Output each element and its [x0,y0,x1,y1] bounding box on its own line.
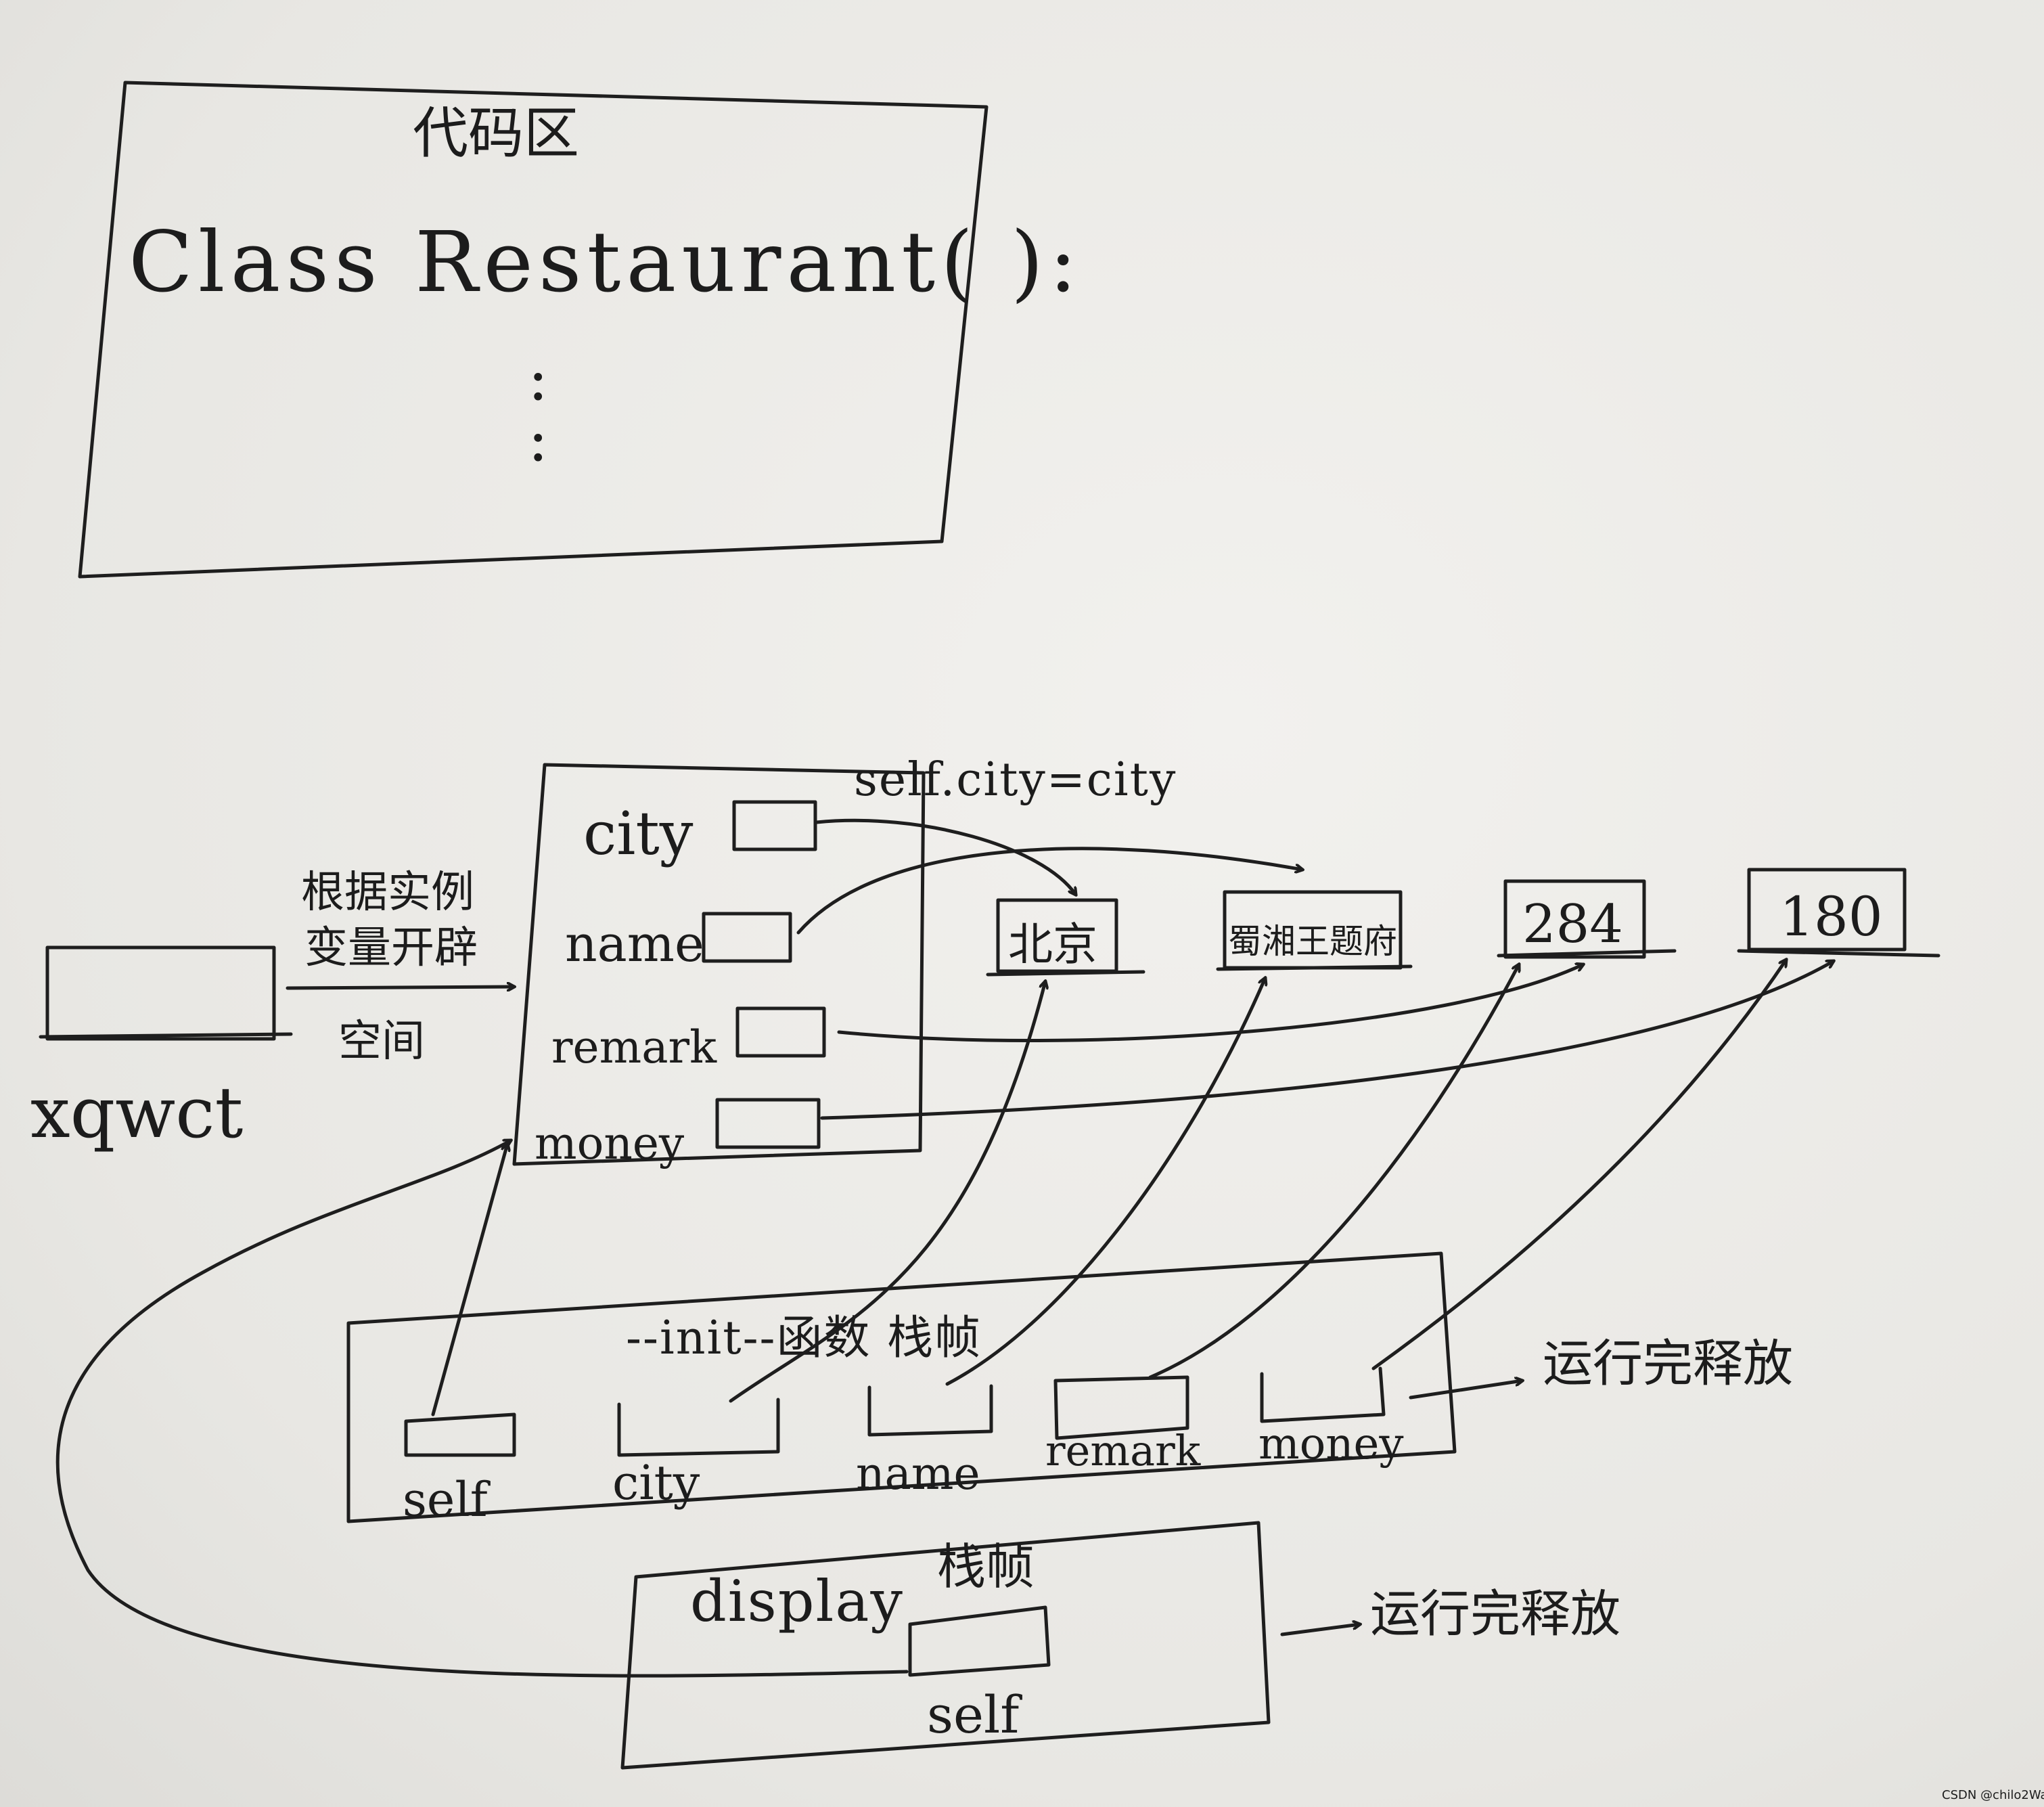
value-284: 284 [1497,879,1677,959]
display-frame-title: display [690,1568,904,1634]
init-pointers [431,960,1786,1416]
field-label-remark: remark [551,1021,717,1073]
value-restaurant-name: 蜀湘王题府 [1216,890,1413,971]
class-definition: Class Restaurant( ): [129,214,1083,311]
instance-pointers [796,818,1834,1120]
allocation-line-3: 空间 [338,1017,425,1067]
display-stack-frame: display 栈帧 self 运行完释放 [55,1138,1620,1770]
allocation-note: 根据实例 变量开辟 空间 [286,868,514,1067]
svg-text:北京: 北京 [1008,918,1097,971]
field-slot-name [702,912,792,963]
field-label-city: city [583,799,694,868]
pointer-city-to-beijing [815,818,1076,895]
pointer-city-param-to-beijing [729,981,1045,1403]
init-stack-frame: --init--函数 栈帧 self city name remark mone… [346,1251,1793,1527]
code-area: 代码区 Class Restaurant( ): : : [78,81,1083,579]
display-frame-box [620,1521,1271,1770]
display-frame-subtitle: 栈帧 [937,1538,1035,1595]
field-label-name: name [565,915,704,973]
code-area-title: 代码区 [413,102,579,166]
pointer-self-to-instance [431,1144,507,1416]
init-slot-remark-label: remark [1045,1426,1201,1475]
pointer-remark-to-284 [837,964,1583,1043]
init-slot-remark [1053,1375,1189,1440]
svg-text:蜀湘王题府: 蜀湘王题府 [1228,922,1397,961]
pointer-money-param-to-180 [1371,960,1786,1370]
pointer-name-param-to-restaurant [945,978,1265,1386]
allocation-line-2: 变量开辟 [304,923,478,973]
init-slot-money [1260,1366,1386,1423]
code-ellipsis-1: : [528,343,548,414]
code-ellipsis-2: : [528,404,548,475]
value-beijing: 北京 [986,898,1145,977]
init-frame-title: --init--函数 栈帧 [626,1312,982,1365]
init-slot-name [867,1384,993,1437]
allocation-line-1: 根据实例 [301,868,474,918]
field-slot-remark [735,1006,826,1058]
svg-text:284: 284 [1522,894,1623,955]
init-release-arrow [1409,1381,1522,1400]
instance-box [512,763,926,1166]
init-slot-money-label: money [1258,1419,1403,1469]
svg-text:180: 180 [1779,885,1883,948]
variable-xqwct: xqwct [30,945,293,1154]
display-release-arrow [1280,1624,1360,1636]
init-slot-name-label: name [856,1448,980,1500]
pointer-remark-param-to-284 [1148,964,1519,1379]
init-release-note: 运行完释放 [1543,1335,1793,1393]
init-slot-self-label: self [403,1472,491,1527]
watermark: CSDN @chilo2Wang [1942,1788,2044,1802]
assign-note: self.city=city [854,753,1177,807]
field-label-money: money [535,1117,685,1169]
init-slot-self [404,1412,516,1457]
value-objects: 北京 蜀湘王题府 284 180 [986,868,1940,977]
field-slot-city [732,800,817,851]
pointer-money-to-180 [820,961,1834,1120]
pointer-name-to-restaurant [796,847,1302,935]
pointer-display-self-to-instance [55,1138,909,1678]
variable-box [45,945,276,1041]
display-slot-self-label: self [927,1685,1022,1745]
code-area-box [78,81,989,579]
value-180: 180 [1737,868,1940,958]
field-slot-money [715,1098,821,1149]
display-slot-self [908,1605,1051,1677]
allocation-arrow [286,987,514,988]
variable-name: xqwct [30,1071,243,1154]
init-slot-city-label: city [612,1455,700,1511]
init-slot-city [617,1398,780,1457]
instance-object: self.city=city city name remark money [512,753,1177,1169]
display-release-note: 运行完释放 [1370,1585,1620,1643]
